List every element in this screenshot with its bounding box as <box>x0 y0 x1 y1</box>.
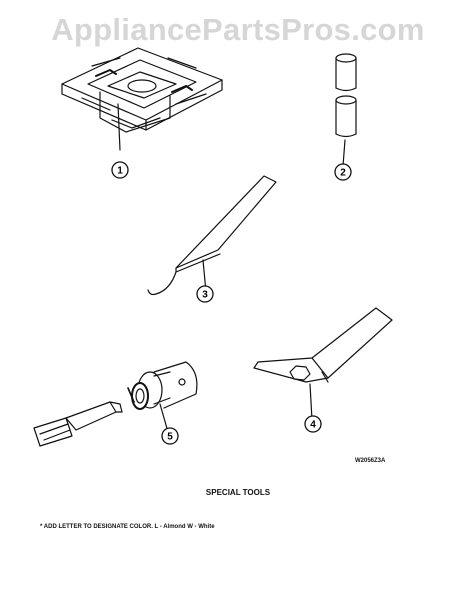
watermark-logo: AppliancePartsPros.com <box>51 12 425 47</box>
part-3-wire-hook <box>147 175 277 296</box>
callout-1-label: 1 <box>117 166 123 177</box>
part-1-fixture-plate <box>61 47 223 151</box>
callout-3-label: 3 <box>202 290 208 301</box>
callout-5-label: 5 <box>167 432 173 443</box>
figure-code: W2056Z3A <box>355 458 386 464</box>
diagram-caption: SPECIAL TOOLS <box>205 488 271 497</box>
part-4-bent-wrench <box>253 307 393 421</box>
part-2-bushings <box>335 53 357 167</box>
callout-5-circle <box>161 427 179 445</box>
callout-2-circle <box>334 163 352 181</box>
callout-1-circle <box>111 161 129 179</box>
callout-2-label: 2 <box>340 168 346 179</box>
callout-4-circle <box>304 415 322 433</box>
callout-4-label: 4 <box>310 420 316 431</box>
color-footnote: * ADD LETTER TO DESIGNATE COLOR. L - Alm… <box>40 524 215 530</box>
part-5-socket-and-bit <box>33 361 198 447</box>
callout-3-circle <box>196 285 214 303</box>
